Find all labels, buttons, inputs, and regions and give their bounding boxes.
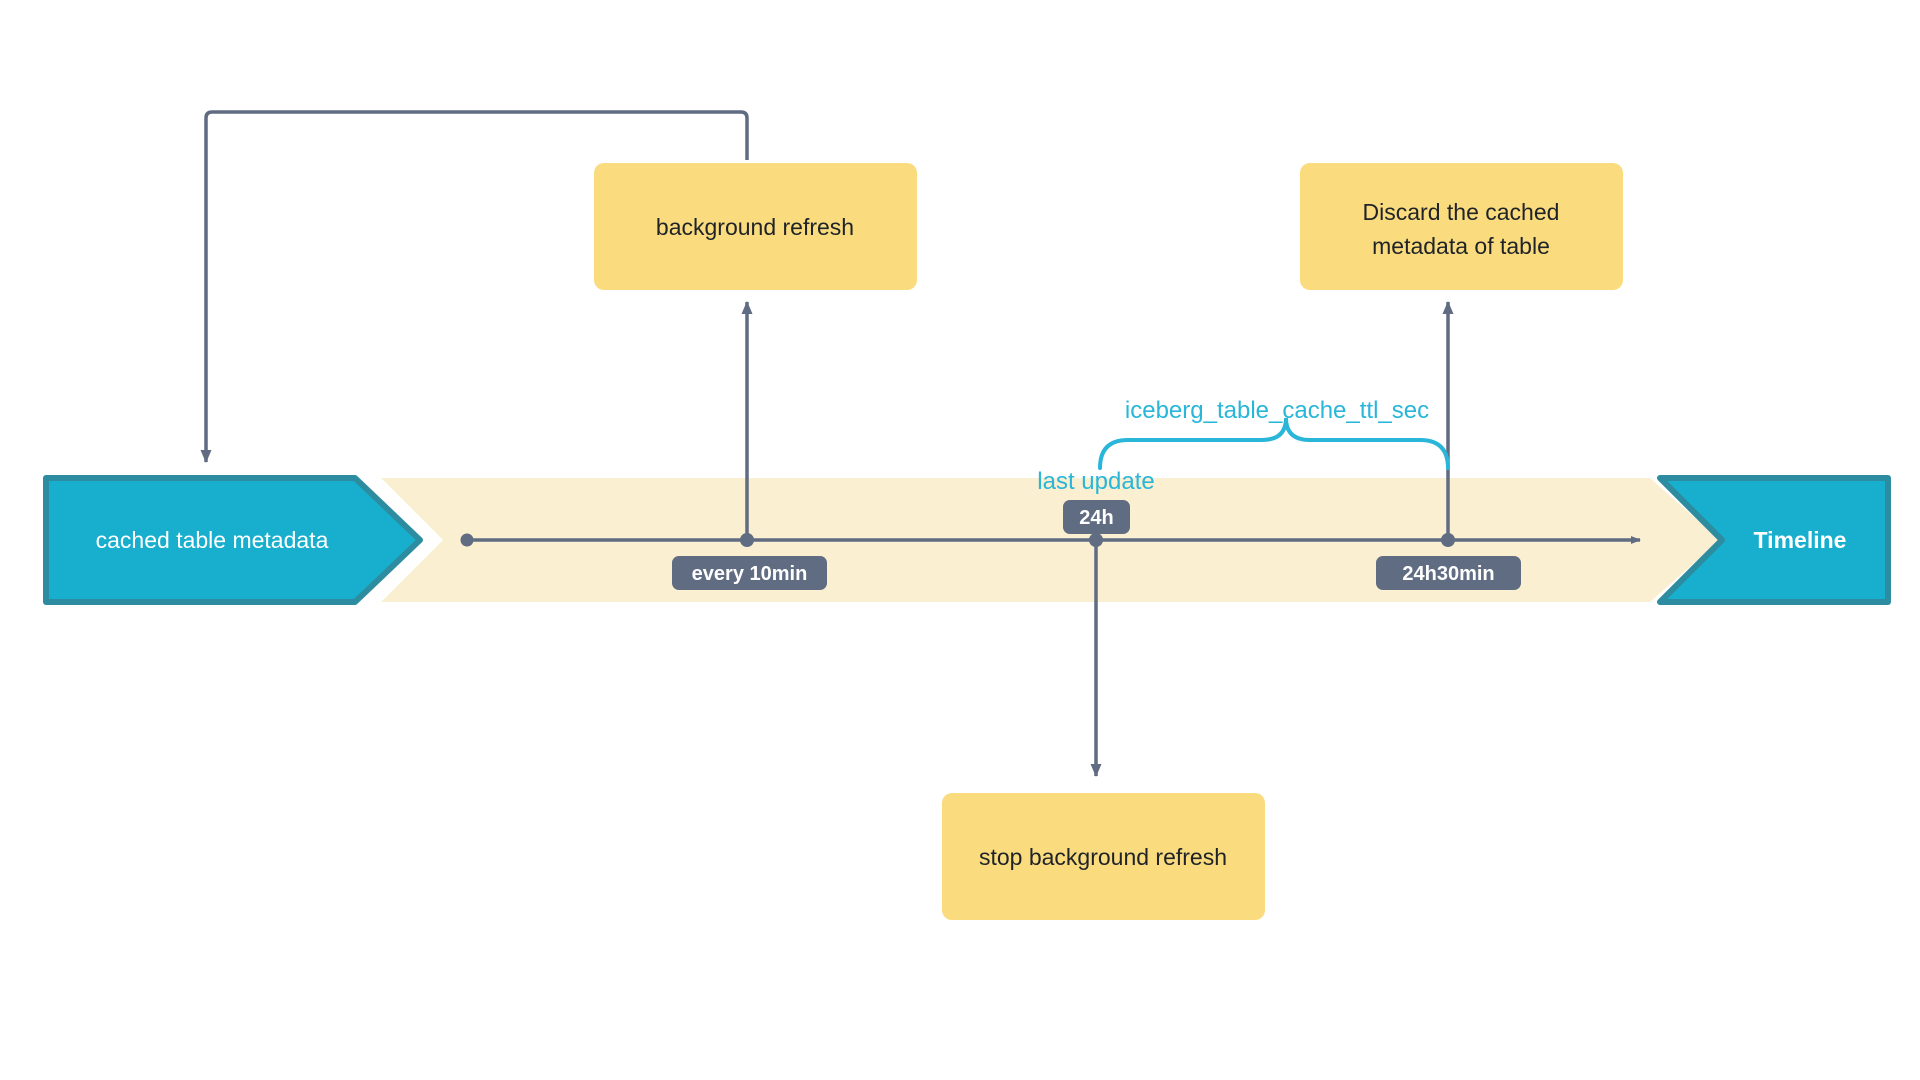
box-label-stop-background-refresh: stop background refresh [979, 844, 1227, 870]
tick-dot-24h30min [1441, 533, 1455, 547]
tick-24h30min [1441, 301, 1455, 547]
label-iceberg-table-cache-ttl-sec: iceberg_table_cache_ttl_sec [1125, 397, 1429, 424]
box-label-discard-line2: metadata of table [1372, 233, 1550, 259]
tick-dot-last-update [1089, 533, 1103, 547]
badge-label-every-10min: every 10min [692, 563, 808, 585]
tick-last-update-24h [1089, 533, 1103, 777]
chevron-timeline[interactable]: Timeline [1657, 475, 1891, 605]
box-discard-cached-metadata[interactable]: Discard the cached metadata of table [1300, 163, 1623, 290]
chevron-label-timeline: Timeline [1754, 527, 1847, 553]
badge-label-24h: 24h [1079, 507, 1113, 529]
tick-every-10min [740, 301, 754, 547]
chevron-cached-table-metadata[interactable]: cached table metadata [43, 475, 423, 605]
badge-24h: 24h [1063, 500, 1130, 534]
tick-dot-every-10min [740, 533, 754, 547]
badge-24h30min: 24h30min [1376, 556, 1521, 590]
chevron-label-cached-table-metadata: cached table metadata [96, 527, 329, 553]
badge-every-10min: every 10min [672, 556, 827, 590]
loop-arrow-background-refresh [200, 110, 749, 463]
box-stop-background-refresh[interactable]: stop background refresh [942, 793, 1265, 920]
axis-start-dot [460, 533, 474, 547]
box-background-refresh[interactable]: background refresh [594, 163, 917, 290]
badge-label-24h30min: 24h30min [1402, 563, 1494, 585]
ttl-brace [1098, 417, 1450, 470]
box-label-background-refresh: background refresh [656, 214, 854, 240]
box-label-discard-line1: Discard the cached [1363, 199, 1560, 225]
label-last-update: last update [1037, 468, 1154, 495]
